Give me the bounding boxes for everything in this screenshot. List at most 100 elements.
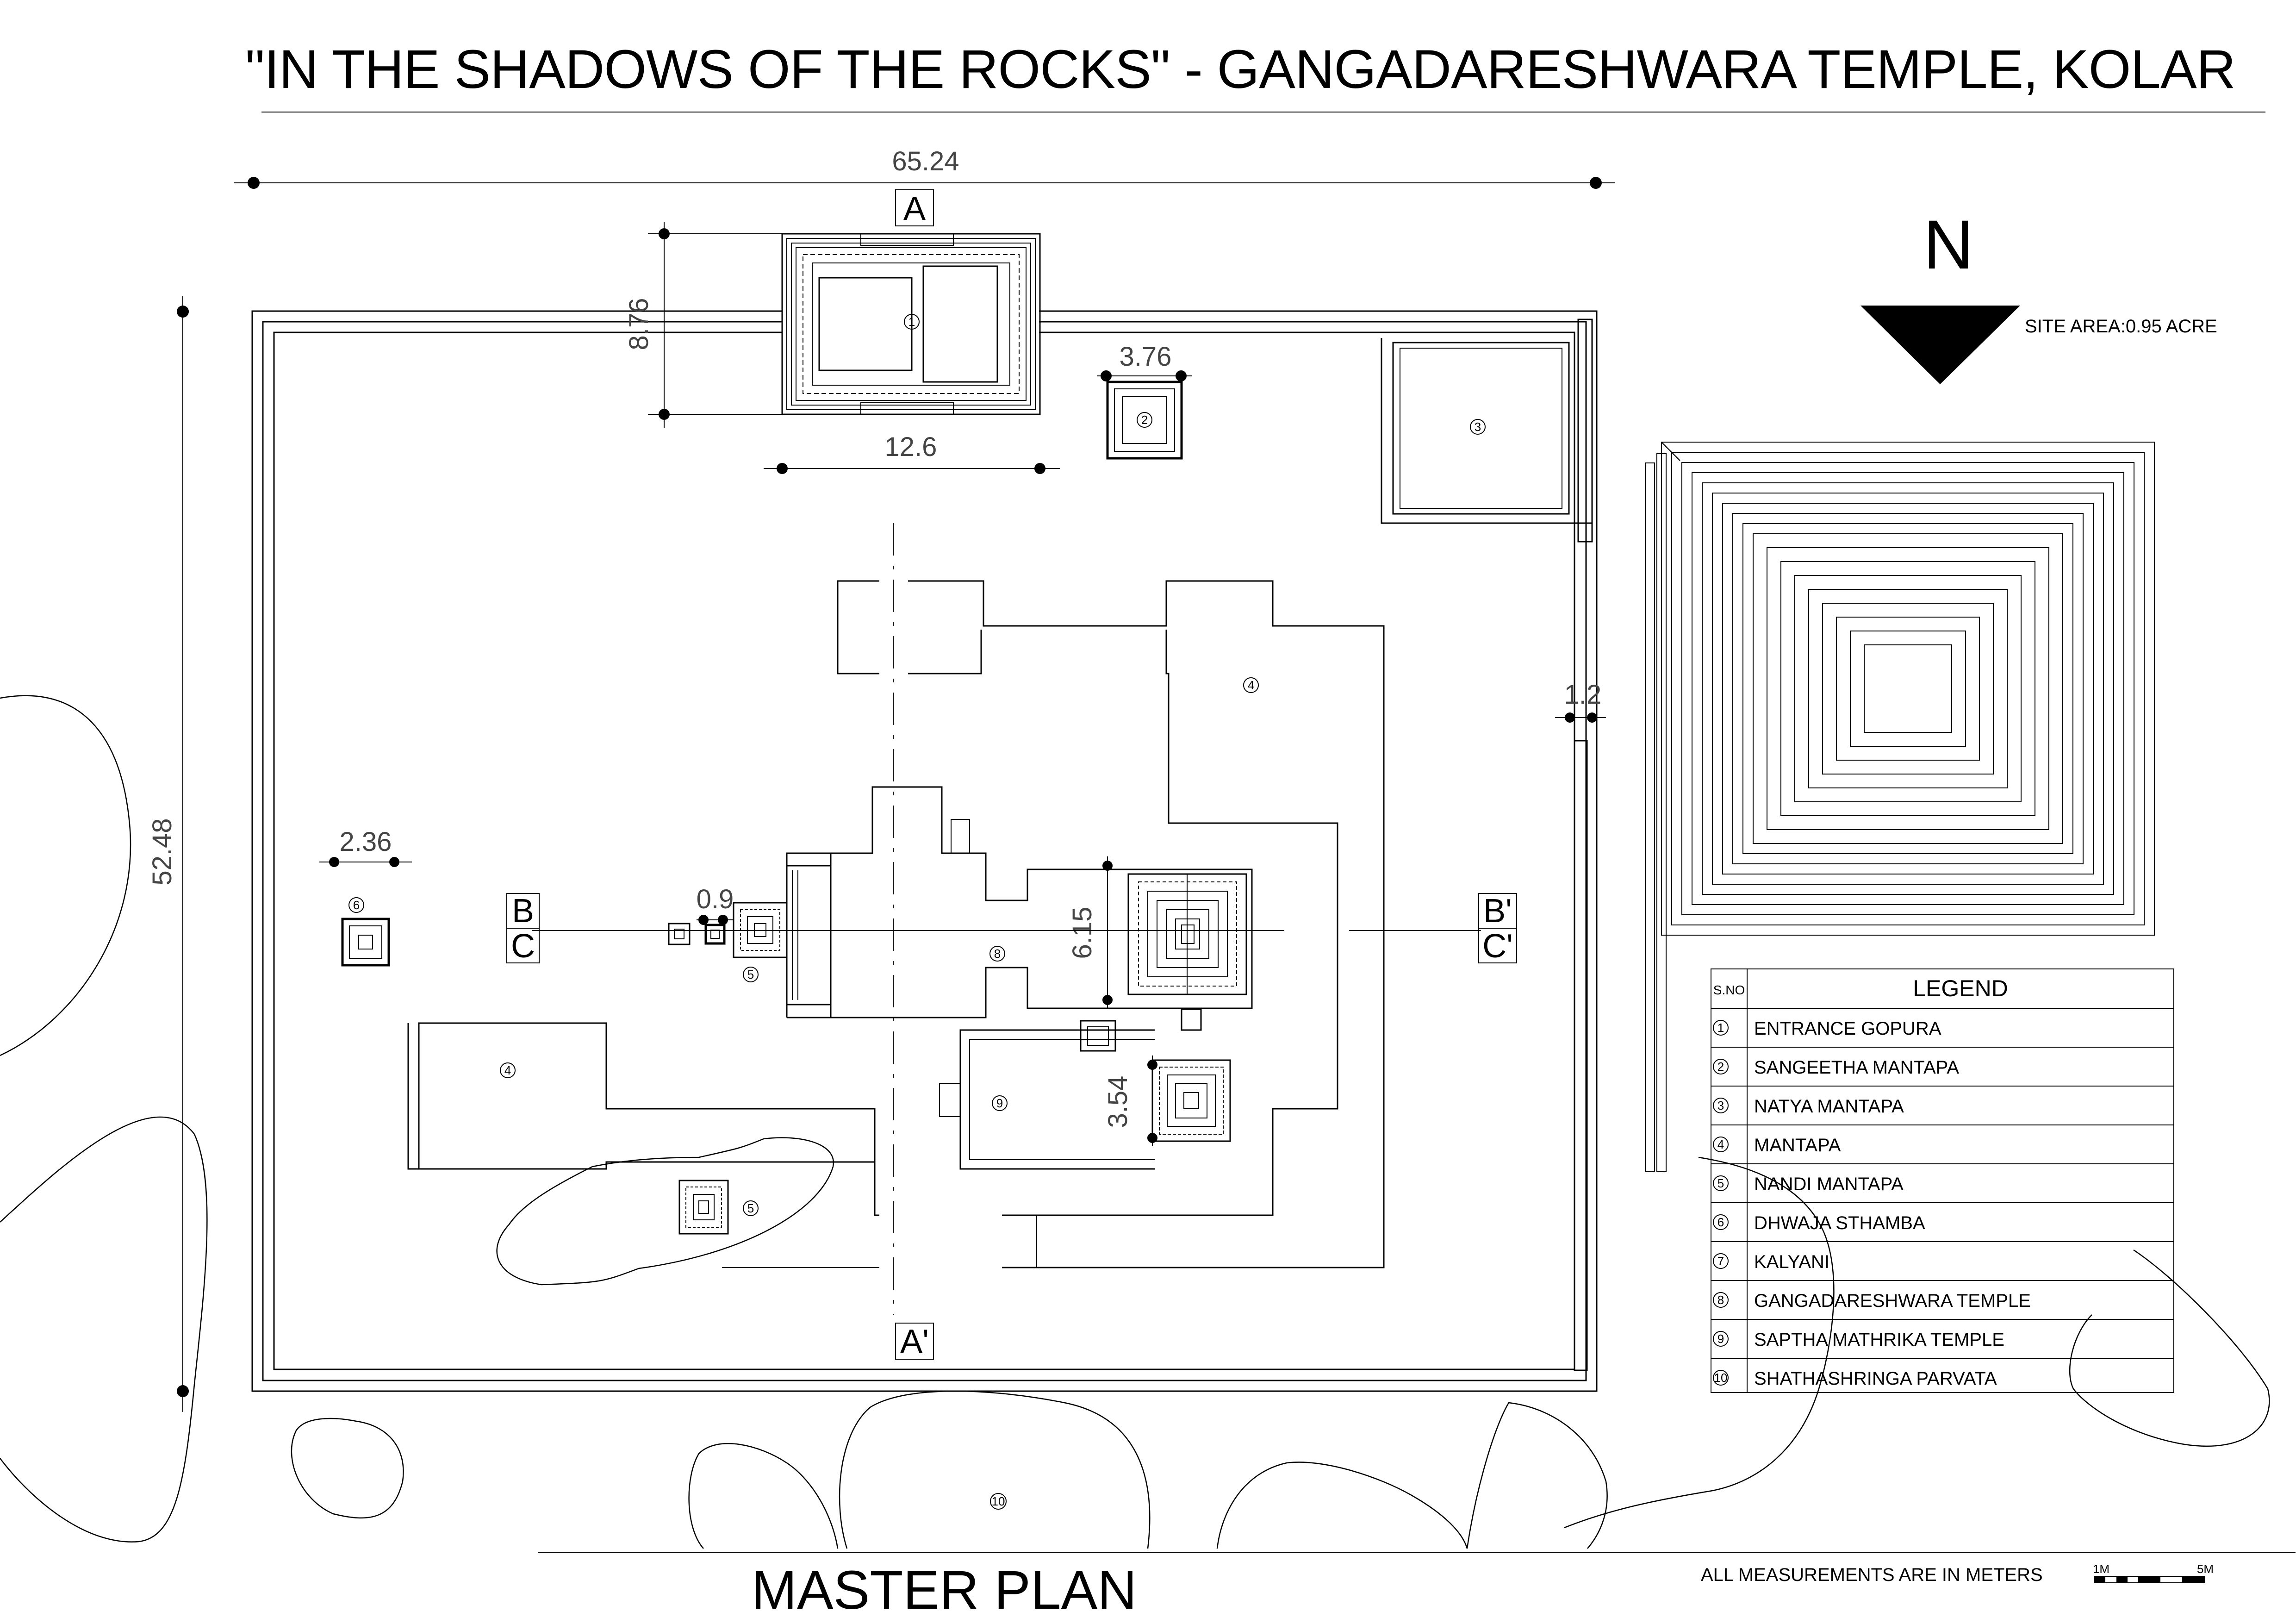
- pillar-core-2: [710, 930, 720, 939]
- scale-start-label: 1M: [2093, 1562, 2109, 1576]
- section-markers: A A' B C B' C': [506, 189, 1517, 1360]
- gopura-ring: [796, 247, 1027, 401]
- sangeetha-ring: [1114, 388, 1175, 452]
- garbhagriha: [1127, 873, 1247, 995]
- saptha-shrine-ring: [1159, 1067, 1224, 1135]
- kalyani-step: [1692, 472, 2124, 905]
- mantapa-inner-west: [418, 1022, 879, 1216]
- measurement-note: ALL MEASUREMENTS ARE IN METERS: [1701, 1565, 2043, 1585]
- legend-item-label: SAPTHA MATHRIKA TEMPLE: [1754, 1330, 2004, 1350]
- north-arrow-icon: [1860, 306, 2020, 384]
- kalyani-step: [1767, 547, 2049, 830]
- footer: MASTER PLAN ALL MEASUREMENTS ARE IN METE…: [538, 1552, 2296, 1621]
- nandi-outer: [733, 902, 788, 958]
- dim-node: [1590, 177, 1602, 189]
- title-block: "IN THE SHADOWS OF THE ROCKS" - GANGADAR…: [245, 39, 2265, 112]
- pillar-core-1: [674, 929, 684, 939]
- kalyani-step: [1794, 575, 2022, 802]
- gopura-step: [860, 233, 954, 246]
- dim-node: [177, 306, 189, 318]
- dim-node: [177, 1385, 189, 1397]
- saptha-side-step: [939, 1083, 961, 1117]
- gopura-hall-west: [818, 277, 913, 371]
- plan-number-sangeetha: 2: [1141, 413, 1148, 427]
- legend-number-badge: [1713, 1331, 1729, 1347]
- dim-node: [1102, 861, 1113, 871]
- plan-number-badge: [743, 967, 759, 982]
- marker-b-left: B: [512, 893, 534, 930]
- entrance-gopura: 1: [781, 233, 1041, 415]
- kalyani-step: [1702, 482, 2114, 895]
- plan-number-dhwaja: 6: [353, 898, 360, 912]
- plan-number-nandi-main: 5: [747, 968, 754, 981]
- legend-item-number: 10: [1714, 1371, 1728, 1385]
- dim-node: [329, 857, 339, 867]
- rock-outlines: [0, 695, 2270, 1549]
- north-arrow: N SITE AREA:0.95 ACRE: [1860, 206, 2217, 384]
- sheet-title: "IN THE SHADOWS OF THE ROCKS" - GANGADAR…: [245, 39, 2235, 100]
- plan-number-mantapa-north: 4: [1248, 678, 1254, 692]
- temple-side-step: [951, 819, 970, 854]
- rock-southeast: [1564, 1156, 1835, 1529]
- rock-west: [0, 695, 131, 1056]
- kalyani-step: [1808, 589, 2008, 788]
- legend-item-number: 7: [1717, 1254, 1724, 1268]
- legend-header-sno: S.NO: [1713, 983, 1745, 997]
- mantapa-south-west: [407, 1023, 419, 1170]
- dhwaja-sthamba: 6: [341, 897, 390, 967]
- kalyani-west-path: [1645, 462, 1655, 1172]
- legend-item-label: SANGEETHA MANTAPA: [1754, 1057, 1959, 1078]
- kalyani-step: [1732, 513, 2084, 864]
- nandi-rock-ring: [685, 1187, 722, 1228]
- kalyani-step: [1753, 533, 2063, 844]
- east-wall-stub: [1574, 740, 1588, 1371]
- plan-number-badge: [743, 1200, 759, 1216]
- dim-sangeetha-width: 3.76: [1120, 342, 1172, 372]
- marker-a-top: A: [903, 190, 926, 227]
- garbhagriha-ring: [1138, 881, 1237, 987]
- rock-south-2: [688, 1443, 839, 1549]
- scale-segment: [2182, 1576, 2204, 1583]
- garbhagriha-ring: [1157, 900, 1219, 968]
- legend-item-label: NANDI MANTAPA: [1754, 1174, 1904, 1194]
- legend-item-label: GANGADARESHWARA TEMPLE: [1754, 1291, 2031, 1311]
- legend-number-badge: [1713, 1214, 1729, 1230]
- temple-drain: [1181, 1008, 1202, 1031]
- gopura-hall-east: [922, 265, 998, 383]
- kalyani-step: [1742, 523, 2073, 854]
- kalyani-step: [1712, 493, 2104, 885]
- section-axes: [532, 523, 1481, 1315]
- compound-wall-outer: [251, 310, 1598, 1392]
- marker-a-bottom-box: [895, 1323, 934, 1360]
- legend-item-label: SHATHASHRINGA PARVATA: [1754, 1368, 1997, 1389]
- plan-number-saptha: 9: [996, 1096, 1003, 1110]
- pillar-base-1: [668, 923, 691, 945]
- legend-frame: [1711, 968, 2174, 1393]
- kalyani-corner: [1661, 442, 1680, 461]
- marker-a-top-box: [895, 189, 934, 226]
- mantapa-enclosure: 4 4: [407, 580, 1385, 1268]
- plan-number-badge: [500, 1062, 516, 1078]
- saptha-mandapa-box: [1080, 1020, 1116, 1052]
- garbhagriha-ring: [1147, 891, 1228, 977]
- scale-end-label: 5M: [2197, 1562, 2214, 1576]
- legend-number-badge: [1713, 1020, 1729, 1036]
- legend-number-badge: [1713, 1370, 1729, 1386]
- dim-site-width: 65.24: [892, 146, 959, 176]
- legend-item-number: 6: [1717, 1215, 1724, 1229]
- legend-number-badge: [1713, 1175, 1729, 1191]
- nandi-ring: [747, 916, 773, 944]
- kalyani-step: [1850, 631, 1966, 747]
- gopura-step: [860, 402, 954, 415]
- dim-node: [1102, 995, 1113, 1005]
- plan-number-badge: [348, 897, 364, 913]
- nandi-mantapa-main: 5: [668, 902, 788, 982]
- gopura-ring: [786, 238, 1036, 410]
- dhwaja-core: [358, 935, 373, 949]
- mantapa-inner-wall: [908, 630, 982, 675]
- kalyani-step: [1661, 442, 2155, 936]
- compound-wall-inner: [262, 321, 1587, 1381]
- saptha-hall-inner: [969, 1039, 1155, 1160]
- dim-site-height: 52.48: [147, 818, 177, 885]
